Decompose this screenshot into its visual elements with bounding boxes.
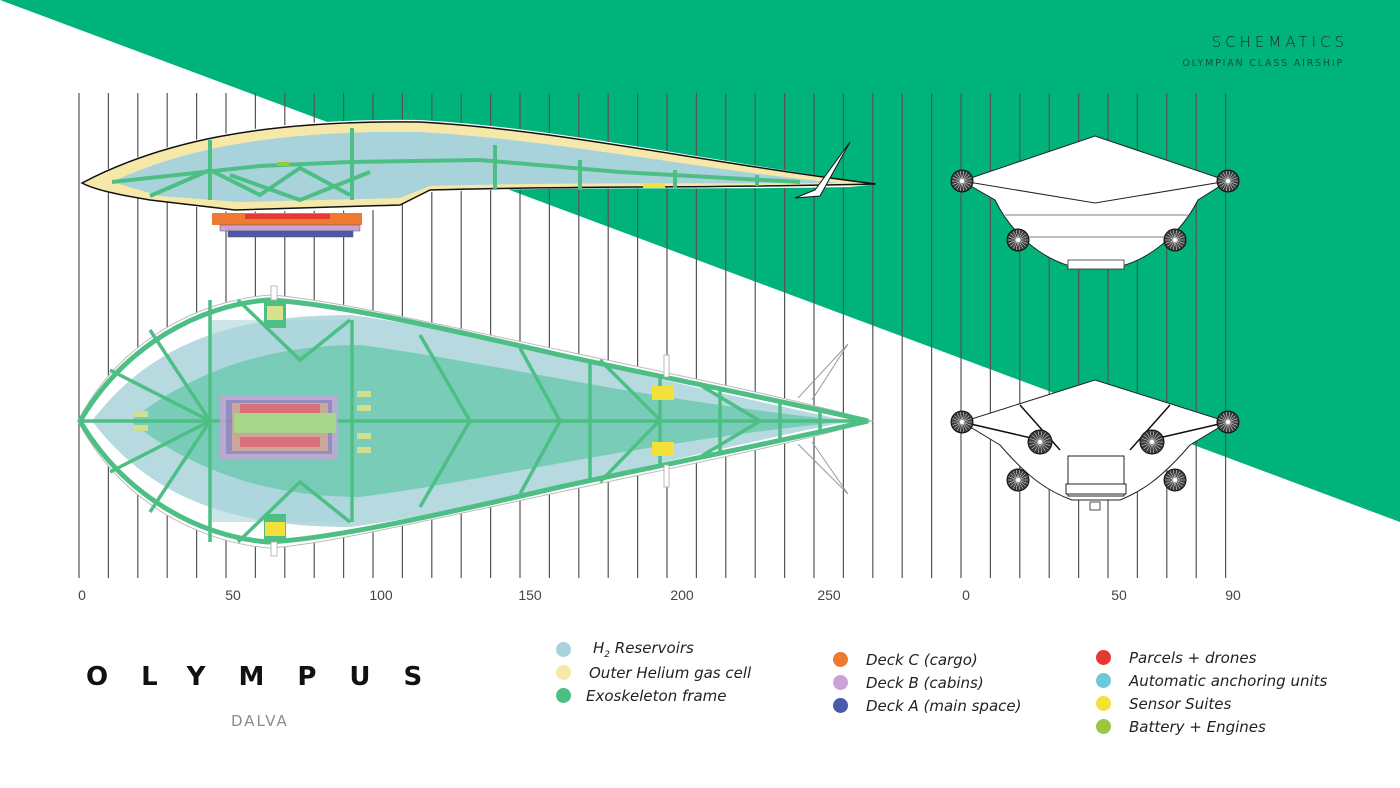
propeller-hub: [1150, 440, 1154, 444]
legend-column-3: Parcels + drones Automatic anchoring uni…: [1096, 646, 1327, 738]
legend-swatch: [556, 688, 571, 703]
top-view: [77, 285, 874, 557]
scale-tick-200: 200: [670, 587, 694, 603]
propellers: [950, 169, 1240, 492]
side-tail-fin: [794, 141, 851, 199]
legend-label: Outer Helium gas cell: [589, 663, 752, 682]
legend-swatch: [1096, 719, 1111, 734]
legend-item-sensor: Sensor Suites: [1096, 692, 1327, 715]
header-title: SCHEMATICS: [1211, 33, 1348, 51]
legend-label: H2 Reservoirs: [593, 639, 694, 660]
legend-swatch: [833, 698, 848, 713]
legend-label: Exoskeleton frame: [586, 686, 727, 705]
front-scale-tick-0: 0: [962, 587, 970, 603]
top-tail-fins: [797, 343, 849, 495]
top-battery-core: [234, 413, 336, 433]
legend-item-exoskeleton: Exoskeleton frame: [556, 684, 751, 707]
legend-item-anchoring: Automatic anchoring units: [1096, 669, 1327, 692]
legend-item-deck-c: Deck C (cargo): [833, 648, 1021, 671]
legend-label: Automatic anchoring units: [1129, 671, 1328, 690]
propeller-hub: [1016, 238, 1020, 242]
propeller-hub: [960, 179, 964, 183]
maker-logo: DALVA: [231, 712, 289, 730]
legend-item-helium: Outer Helium gas cell: [556, 661, 751, 684]
side-parcels: [245, 214, 330, 219]
brand-name: OLYMPUS: [86, 662, 456, 692]
legend-label: Deck A (main space): [866, 696, 1022, 715]
rear-view: [960, 379, 1230, 511]
scale-tick-150: 150: [518, 587, 542, 603]
legend-item-deck-a: Deck A (main space): [833, 694, 1021, 717]
front-scale-tick-50: 50: [1111, 587, 1127, 603]
top-parcels-lower: [240, 437, 320, 447]
legend-swatch: [1096, 696, 1111, 711]
side-battery: [277, 162, 289, 166]
legend-label: Deck C (cargo): [866, 650, 978, 669]
legend-swatch: [833, 652, 848, 667]
legend-label: Parcels + drones: [1129, 648, 1257, 667]
legend-item-parcels: Parcels + drones: [1096, 646, 1327, 669]
top-parcels-upper: [240, 404, 320, 414]
legend-item-deck-b: Deck B (cabins): [833, 671, 1021, 694]
side-deck-a: [227, 230, 354, 238]
legend-item-h2: H2 Reservoirs: [556, 638, 751, 661]
legend-swatch: [556, 642, 571, 657]
top-sensor-lower: [265, 522, 285, 536]
scale-tick-0: 0: [78, 587, 86, 603]
side-deck-b: [219, 224, 361, 232]
side-sensor: [643, 183, 665, 188]
side-exoskeleton: [111, 128, 801, 203]
legend-item-battery: Battery + Engines: [1096, 715, 1327, 738]
legend-swatch: [1096, 650, 1111, 665]
legend-swatch: [833, 675, 848, 690]
propeller-hub: [1226, 420, 1230, 424]
side-view: [80, 119, 878, 238]
legend-label: Deck B (cabins): [866, 673, 984, 692]
propeller-hub: [1226, 179, 1230, 183]
header-subtitle: OLYMPIAN CLASS AIRSHIP: [1182, 58, 1344, 69]
legend-label: Sensor Suites: [1129, 694, 1232, 713]
propeller-hub: [1016, 478, 1020, 482]
propeller-hub: [960, 420, 964, 424]
legend-column-1: H2 Reservoirs Outer Helium gas cell Exos…: [556, 638, 751, 707]
legend-swatch: [556, 665, 571, 680]
scale-tick-250: 250: [817, 587, 841, 603]
scale-tick-50: 50: [225, 587, 241, 603]
legend-label: Battery + Engines: [1129, 717, 1266, 736]
front-view: [960, 135, 1230, 270]
front-scale-tick-90: 90: [1225, 587, 1241, 603]
propeller-hub: [1038, 440, 1042, 444]
legend-column-2: Deck C (cargo) Deck B (cabins) Deck A (m…: [833, 648, 1021, 717]
propeller-hub: [1173, 478, 1177, 482]
scale-tick-100: 100: [369, 587, 393, 603]
side-h2-reservoir: [112, 131, 840, 202]
propeller-hub: [1173, 238, 1177, 242]
legend-swatch: [1096, 673, 1111, 688]
